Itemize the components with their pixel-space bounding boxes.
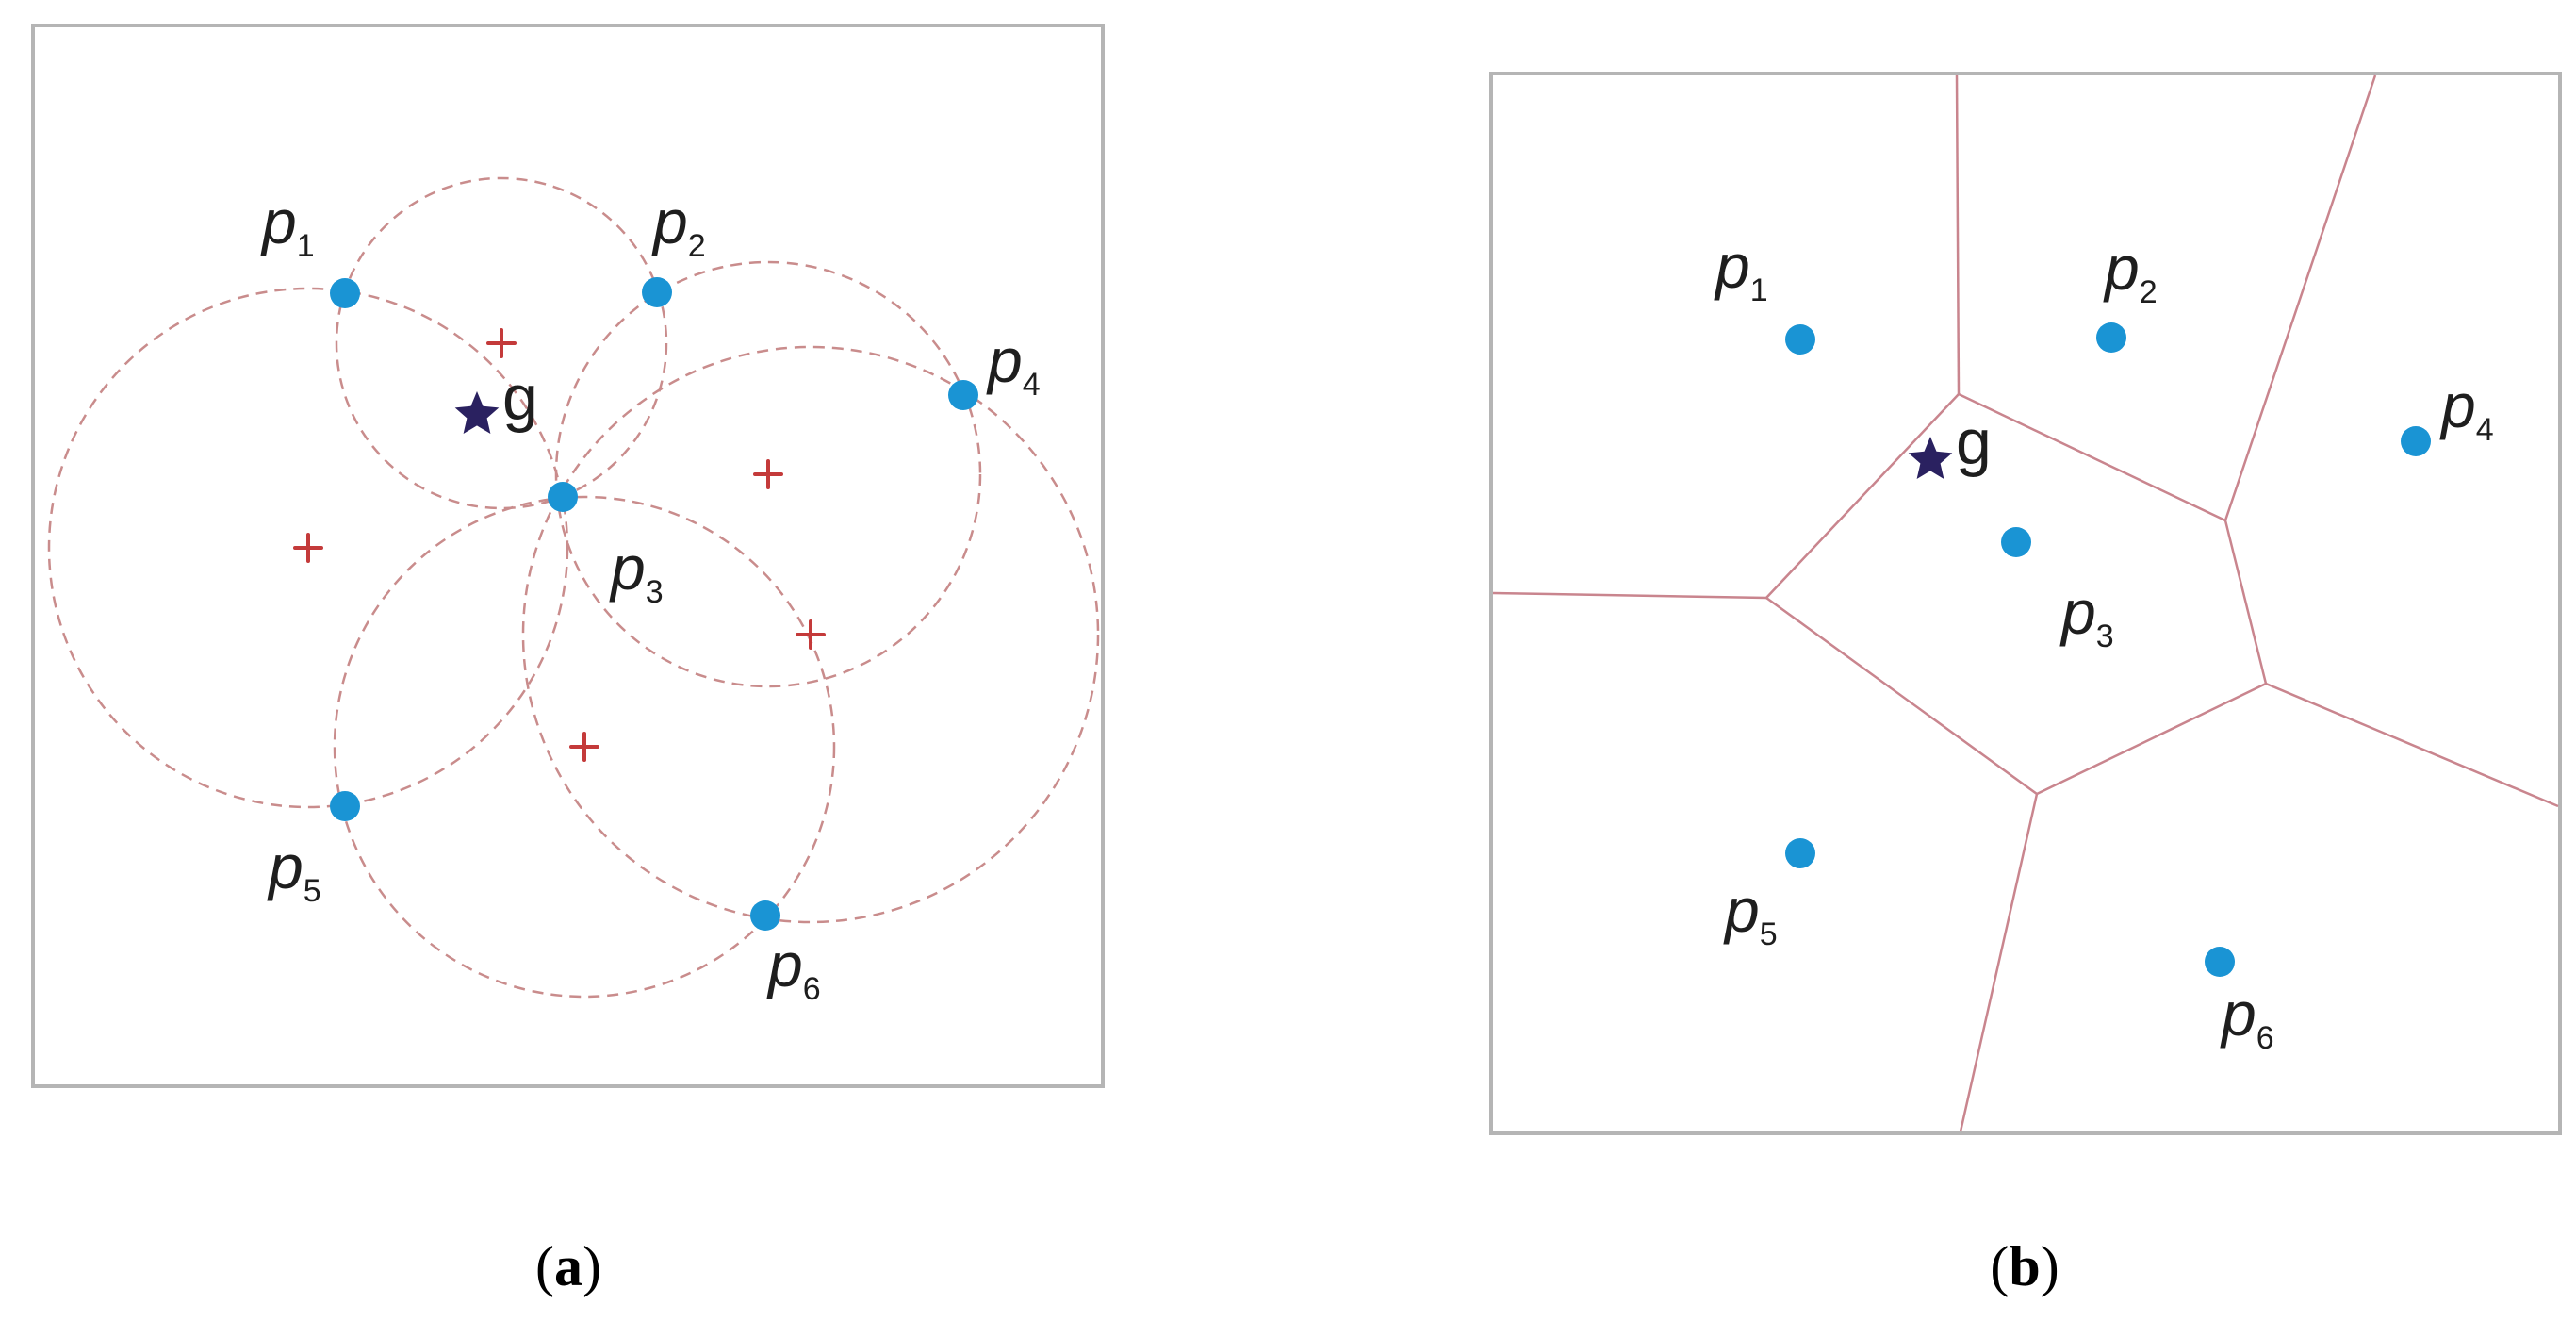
site-p2 xyxy=(642,277,672,307)
label-p6: p6 xyxy=(2220,979,2274,1056)
site-p2 xyxy=(2096,322,2126,353)
voronoi-edges xyxy=(1492,74,2559,1132)
label-p2: p2 xyxy=(2103,233,2158,310)
panel-b-frame xyxy=(1489,72,2562,1135)
star-icon xyxy=(1908,437,1953,479)
site-p5 xyxy=(330,791,360,821)
label-p6: p6 xyxy=(766,930,821,1007)
star-icon xyxy=(454,391,500,434)
label-p5: p5 xyxy=(1723,875,1778,952)
circumcircle-2 xyxy=(47,287,569,809)
panel-a-frame xyxy=(31,24,1105,1088)
caption-b: (b) xyxy=(1990,1235,2059,1297)
circumcircle-5 xyxy=(333,495,836,999)
caption-a: (a) xyxy=(535,1235,601,1297)
site-p5 xyxy=(1785,838,1815,868)
site-p1 xyxy=(1785,324,1815,355)
circumcircle-3 xyxy=(554,260,982,688)
label-p5: p5 xyxy=(267,832,321,909)
label-p1: p1 xyxy=(260,187,315,264)
label-p3: p3 xyxy=(609,533,664,610)
plus-icon xyxy=(796,619,826,650)
circumcircle-4 xyxy=(521,345,1100,924)
plus-icon xyxy=(569,732,599,762)
label-p4: p4 xyxy=(986,325,1041,403)
plus-icon xyxy=(753,459,783,489)
site-p6 xyxy=(750,900,780,931)
query-label: g xyxy=(1956,406,1992,478)
panel-b: g p1 p2 p3 p4 p5 p6 (b) xyxy=(1489,72,2562,1297)
label-p2: p2 xyxy=(651,187,706,264)
label-p3: p3 xyxy=(2059,577,2114,654)
panel-a: g p1 p2 p3 p4 p5 p6 (a) xyxy=(31,24,1105,1297)
circumcircle-1 xyxy=(335,176,668,510)
plus-icon xyxy=(293,533,323,563)
label-p1: p1 xyxy=(1714,231,1768,308)
site-p4 xyxy=(948,380,978,410)
site-p6 xyxy=(2205,947,2235,977)
site-p4 xyxy=(2401,426,2431,456)
site-p1 xyxy=(330,278,360,308)
label-p4: p4 xyxy=(2439,371,2494,448)
site-p3 xyxy=(2001,527,2031,557)
query-label: g xyxy=(502,362,538,434)
plus-icon xyxy=(486,328,517,358)
site-p3 xyxy=(548,482,578,512)
